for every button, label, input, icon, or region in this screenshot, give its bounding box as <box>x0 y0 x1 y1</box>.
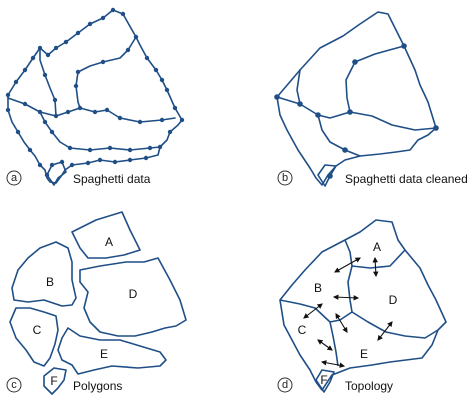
topology-polygon-f <box>315 369 335 393</box>
panel-b-caption: Spaghetti data cleaned <box>345 172 468 186</box>
topology-edge-a-lower <box>344 239 406 269</box>
arrow-b-c <box>303 303 323 319</box>
panel-c-caption: Polygons <box>73 379 122 393</box>
polygon-label-b: B <box>46 275 54 289</box>
spaghetti-internal-line-2 <box>75 36 137 109</box>
topology-edge-d-e <box>351 311 439 339</box>
panel-d-topology: A B C D E F d Topology <box>277 219 447 393</box>
spaghetti-internal-line-4 <box>39 47 57 117</box>
topology-label-e: E <box>360 347 368 361</box>
cleaned-nodes <box>274 43 439 179</box>
polygon-e <box>57 327 167 375</box>
panel-a-spaghetti-data: a Spaghetti data <box>5 7 185 186</box>
arrow-c-e <box>317 339 333 351</box>
topology-label-f: F <box>320 373 327 387</box>
spaghetti-outer-boundary <box>7 9 183 184</box>
spaghetti-vertices <box>5 7 185 178</box>
topology-edge-b-c <box>279 299 331 323</box>
polygon-b <box>11 241 77 307</box>
cleaned-internal-line-2 <box>345 45 405 113</box>
topology-label-a: A <box>373 240 381 254</box>
arrow-a-d <box>372 256 379 278</box>
arrow-d-e <box>377 321 393 341</box>
polygon-label-c: C <box>33 323 42 337</box>
panel-b-letter: b <box>282 172 288 184</box>
topology-edge-c-e <box>329 321 339 367</box>
arrow-b-e <box>335 313 348 333</box>
polygon-c <box>9 307 59 367</box>
topology-adjacency-arrows <box>303 256 393 368</box>
panel-a-letter-circle <box>6 170 22 186</box>
panel-a-letter: a <box>11 172 18 184</box>
spaghetti-internal-line-3 <box>39 111 161 151</box>
polygon-label-f: F <box>50 374 57 388</box>
panel-d-caption: Topology <box>345 379 393 393</box>
cleaned-small-polygon-f <box>317 164 337 187</box>
polygon-f <box>43 367 67 395</box>
panel-a-caption: Spaghetti data <box>73 172 151 186</box>
panel-d-letter: d <box>282 379 288 391</box>
arrow-b-d <box>332 294 360 301</box>
topology-label-b: B <box>314 281 322 295</box>
panel-d-letter-circle <box>277 377 293 393</box>
panel-b-spaghetti-cleaned: b Spaghetti data cleaned <box>274 11 468 187</box>
topology-edge-b-d <box>329 265 353 323</box>
panel-c-polygons: A B C D E F c Polygons <box>6 211 187 395</box>
polygon-label-e: E <box>100 347 108 361</box>
arrow-a-b <box>334 257 361 273</box>
polygon-label-a: A <box>105 235 113 249</box>
panel-c-letter: c <box>11 379 17 391</box>
spaghetti-internal-line-1 <box>7 97 176 123</box>
polygon-label-d: D <box>129 287 138 301</box>
panel-b-letter-circle <box>277 170 293 186</box>
topology-label-d: D <box>389 293 398 307</box>
topology-label-c: C <box>298 323 307 337</box>
cleaned-internal-line-4 <box>296 69 301 105</box>
panel-c-letter-circle <box>6 377 22 393</box>
cleaned-outer-boundary <box>276 11 437 186</box>
cleaned-internal-line-3 <box>317 114 361 157</box>
polygon-d <box>79 257 187 337</box>
arrow-e-f <box>320 360 346 368</box>
polygon-a <box>71 211 141 259</box>
